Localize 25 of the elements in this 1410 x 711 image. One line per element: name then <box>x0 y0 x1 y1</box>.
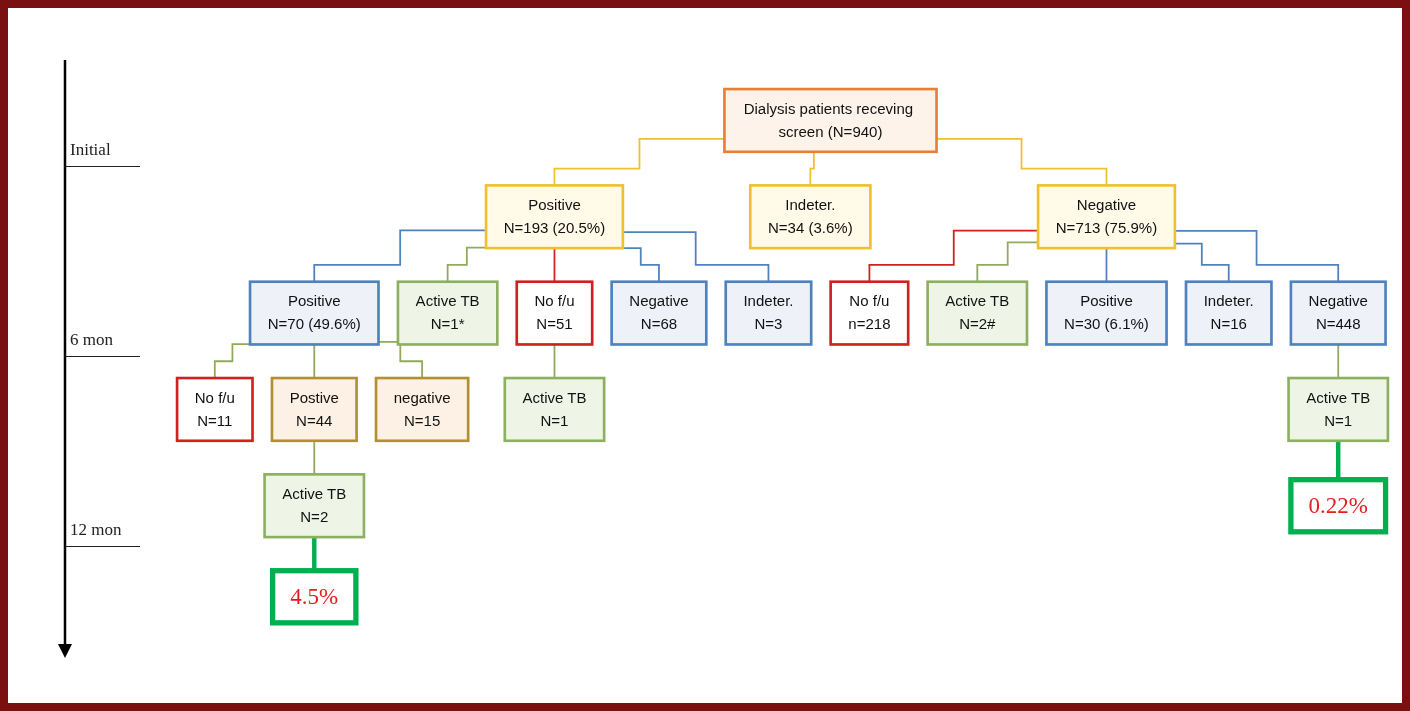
timepoint-label: 12 mon <box>70 520 122 540</box>
timepoint-label: Initial <box>70 140 111 160</box>
node-box: Positive N=193 (20.5%) <box>484 183 625 249</box>
node-box: Negative N=448 <box>1289 279 1387 346</box>
node-box: No f/u n=218 <box>829 279 910 346</box>
node-box: No f/u N=11 <box>175 376 254 442</box>
node-box: 0.22% <box>1288 476 1389 534</box>
node-box: negative N=15 <box>374 376 470 442</box>
node-box: Active TB N=2 <box>263 472 366 538</box>
node-box: Active TB N=1* <box>396 279 499 346</box>
node-box: 4.5% <box>270 567 359 626</box>
timepoint-label: 6 mon <box>70 330 113 350</box>
node-box: Indeter. N=16 <box>1184 279 1273 346</box>
node-box: Active TB N=2# <box>926 279 1029 346</box>
node-box: Postive N=44 <box>270 376 358 442</box>
node-box: Negative N=713 (75.9%) <box>1036 183 1177 249</box>
node-box: Positive N=70 (49.6%) <box>248 279 380 346</box>
node-box: Negative N=68 <box>610 279 708 346</box>
node-box: Dialysis patients receving screen (N=940) <box>723 87 938 153</box>
node-box: Indeter. N=34 (3.6%) <box>748 183 872 249</box>
node-box: No f/u N=51 <box>515 279 594 346</box>
node-box: Active TB N=1 <box>503 376 606 442</box>
node-box: Active TB N=1 <box>1287 376 1390 442</box>
node-box: Indeter. N=3 <box>724 279 813 346</box>
node-box: Positive N=30 (6.1%) <box>1045 279 1168 346</box>
